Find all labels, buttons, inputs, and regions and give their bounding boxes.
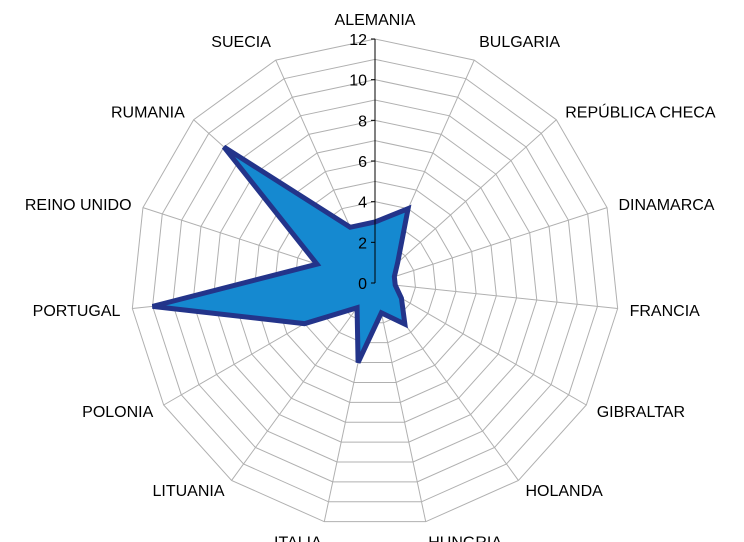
category-label-9: LITUANIA bbox=[153, 483, 225, 500]
grid-ring-7 bbox=[232, 140, 518, 423]
category-label-8: ITALIA bbox=[274, 534, 322, 542]
category-label-0: ALEMANIA bbox=[335, 12, 416, 29]
tick-label-8: 8 bbox=[358, 113, 367, 130]
category-labels: ALEMANIA BULGARIA REPÚBLICA CHECA DINAMARCA… bbox=[25, 12, 716, 542]
category-label-6: HOLANDA bbox=[525, 483, 603, 500]
category-label-14: SUECIA bbox=[211, 34, 271, 51]
category-label-13: RUMANIA bbox=[111, 105, 185, 122]
category-label-3: DINAMARCA bbox=[618, 197, 714, 214]
tick-label-2: 2 bbox=[358, 235, 367, 252]
tick-label-4: 4 bbox=[358, 195, 367, 212]
category-label-7: HUNGRIA bbox=[428, 534, 502, 542]
grid-ring-12 bbox=[131, 38, 619, 523]
tick-label-6: 6 bbox=[358, 154, 367, 171]
tick-label-0: 0 bbox=[358, 276, 367, 293]
category-label-4: FRANCIA bbox=[630, 303, 701, 320]
category-label-11: PORTUGAL bbox=[33, 303, 121, 320]
value-axis: 0 2 4 6 8 10 12 bbox=[349, 32, 376, 293]
spoke-9 bbox=[231, 282, 376, 481]
grid-ring-9 bbox=[192, 99, 558, 463]
spoke-5 bbox=[374, 282, 587, 406]
grid-ring-10 bbox=[172, 79, 578, 483]
spoke-7 bbox=[374, 282, 427, 522]
series-layer bbox=[151, 144, 412, 364]
tick-label-10: 10 bbox=[349, 73, 367, 90]
grid-ring-5 bbox=[273, 180, 477, 383]
spoke-2 bbox=[374, 119, 557, 284]
category-label-5: GIBRALTAR bbox=[597, 404, 685, 421]
tick-label-12: 12 bbox=[349, 32, 367, 49]
category-label-12: REINO UNIDO bbox=[25, 197, 132, 214]
spoke-3 bbox=[374, 207, 608, 284]
series-0-area bbox=[151, 144, 412, 364]
category-label-2: REPÚBLICA CHECA bbox=[565, 103, 716, 122]
grid-ring-11 bbox=[152, 58, 598, 503]
grid-ring-8 bbox=[212, 119, 538, 443]
grid-ring-6 bbox=[253, 160, 497, 403]
spoke-4 bbox=[374, 282, 618, 310]
category-label-10: POLONIA bbox=[82, 404, 153, 421]
category-label-1: BULGARIA bbox=[479, 34, 560, 51]
